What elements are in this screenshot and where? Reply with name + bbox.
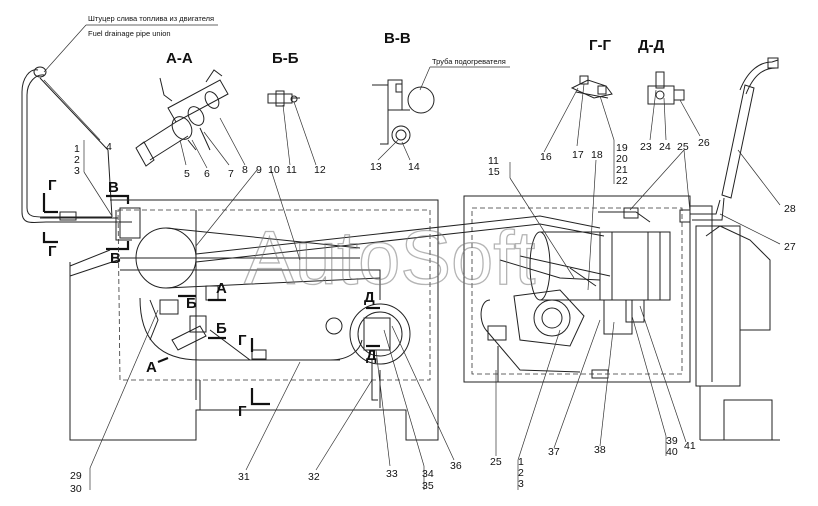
callout-15: 15 bbox=[488, 166, 500, 178]
callout-2-bottom: 2 bbox=[518, 467, 524, 479]
drain-union-fitting bbox=[33, 66, 47, 78]
callout-31: 31 bbox=[238, 471, 250, 483]
callout-1-bottom: 1 bbox=[518, 456, 524, 468]
section-vv-title: В-В bbox=[384, 30, 411, 47]
section-vv-detail: В-В Труба подогревателя bbox=[372, 30, 510, 145]
note-drain-en: Fuel drainage pipe union bbox=[88, 29, 171, 38]
callout-39: 39 bbox=[666, 435, 678, 447]
left-view-cut-marks: Б А Б А Г Г Д Д bbox=[146, 280, 380, 420]
callout-10: 10 bbox=[268, 164, 280, 176]
cut-mark-g-bottom: Г bbox=[238, 403, 247, 420]
callout-14: 14 bbox=[408, 161, 420, 173]
cut-mark-v-lower: В bbox=[110, 250, 121, 267]
callout-3: 3 bbox=[74, 165, 80, 177]
cut-mark-a-2: А bbox=[146, 359, 157, 376]
section-bb-title: Б-Б bbox=[272, 50, 299, 67]
filter-housing bbox=[349, 303, 411, 365]
callout-9: 9 bbox=[256, 164, 262, 176]
section-bb-detail: Б-Б bbox=[267, 50, 300, 107]
callout-2: 2 bbox=[74, 154, 80, 166]
callout-19: 19 bbox=[616, 142, 628, 154]
callout-30: 30 bbox=[70, 483, 82, 495]
callout-21: 21 bbox=[616, 164, 628, 176]
cut-mark-b-1: Б bbox=[186, 295, 197, 312]
callout-23: 23 bbox=[640, 141, 652, 153]
callout-36: 36 bbox=[450, 460, 462, 472]
left-tank-assembly bbox=[69, 199, 439, 441]
callout-25-bottom: 25 bbox=[490, 456, 502, 468]
callout-35: 35 bbox=[422, 480, 434, 492]
cut-mark-d-upper: Д bbox=[364, 289, 375, 306]
callout-8: 8 bbox=[242, 164, 248, 176]
cut-mark-g-mid: Г bbox=[238, 332, 247, 349]
callout-25-top: 25 bbox=[677, 141, 689, 153]
section-gg-title: Г-Г bbox=[589, 37, 611, 54]
callout-4: 4 bbox=[106, 141, 112, 153]
section-g-left-marker: Г Г bbox=[42, 177, 58, 260]
main-fuel-lines bbox=[195, 215, 605, 263]
section-dd-title: Д-Д bbox=[638, 37, 665, 54]
callout-12: 12 bbox=[314, 164, 326, 176]
callout-22: 22 bbox=[616, 175, 628, 187]
callout-3-bottom: 3 bbox=[518, 478, 524, 490]
callout-29: 29 bbox=[70, 470, 82, 482]
section-dd-detail: Д-Д bbox=[638, 37, 685, 105]
callout-17: 17 bbox=[572, 149, 584, 161]
cut-mark-g-lower: Г bbox=[48, 243, 57, 260]
callout-28: 28 bbox=[784, 203, 796, 215]
note-drain-ru: Штуцер слива топлива из двигателя bbox=[88, 14, 214, 23]
cut-mark-a-1: А bbox=[216, 280, 227, 297]
callout-13: 13 bbox=[370, 161, 382, 173]
callout-20: 20 bbox=[616, 153, 628, 165]
heater-pipe-28 bbox=[690, 57, 779, 221]
callout-5: 5 bbox=[184, 168, 190, 180]
cut-mark-g-upper: Г bbox=[48, 177, 57, 194]
callout-37: 37 bbox=[548, 446, 560, 458]
callout-38: 38 bbox=[594, 444, 606, 456]
callout-18: 18 bbox=[591, 149, 603, 161]
section-gg-detail: Г-Г bbox=[570, 37, 613, 99]
callout-41: 41 bbox=[684, 440, 696, 452]
callout-34: 34 bbox=[422, 468, 434, 480]
callout-27: 27 bbox=[784, 241, 796, 253]
pipe-clamp bbox=[59, 211, 77, 221]
leader-lines bbox=[43, 79, 781, 490]
watermark: AutoSoft bbox=[244, 216, 536, 301]
callout-11: 11 bbox=[286, 164, 297, 176]
section-aa-title: А-А bbox=[166, 50, 193, 67]
cut-mark-v-upper: В bbox=[108, 179, 119, 196]
section-v-marker: В В bbox=[106, 179, 130, 267]
right-engine-assembly bbox=[463, 195, 780, 441]
callout-32: 32 bbox=[308, 471, 320, 483]
callout-6: 6 bbox=[204, 168, 210, 180]
callout-26: 26 bbox=[698, 137, 710, 149]
callout-33: 33 bbox=[386, 468, 398, 480]
cut-mark-d-lower: Д bbox=[366, 347, 377, 364]
section-aa-detail: А-А bbox=[135, 50, 229, 167]
callout-labels: 1 2 3 4 5 6 7 8 9 10 11 12 13 14 11 15 1… bbox=[70, 137, 796, 495]
callout-24: 24 bbox=[659, 141, 671, 153]
drain-pipe bbox=[21, 66, 132, 224]
callout-40: 40 bbox=[666, 446, 678, 458]
cut-mark-b-2: Б bbox=[216, 320, 227, 337]
callout-16: 16 bbox=[540, 151, 552, 163]
heater-pipe-note: Труба подогревателя bbox=[432, 57, 506, 66]
callout-11-right: 11 bbox=[488, 155, 499, 167]
callout-7: 7 bbox=[228, 168, 234, 180]
callout-1: 1 bbox=[74, 143, 80, 155]
drain-union-note: Штуцер слива топлива из двигателя Fuel d… bbox=[43, 14, 218, 73]
